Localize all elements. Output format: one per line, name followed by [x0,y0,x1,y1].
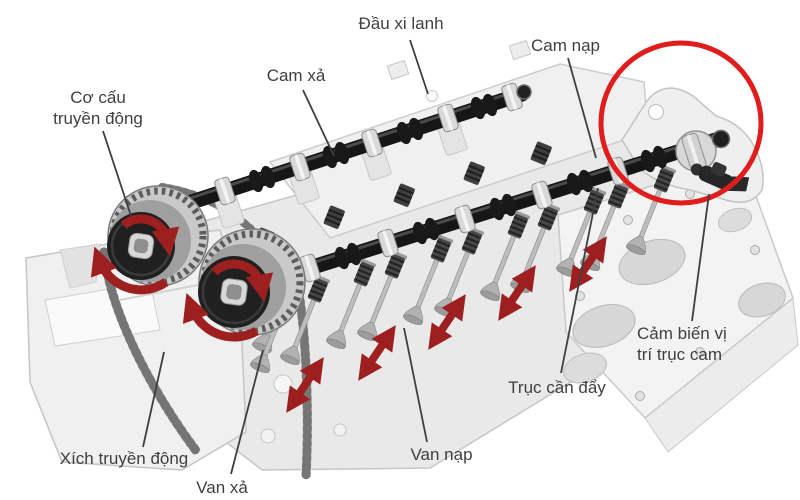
rotation-arrow [90,246,169,295]
leader-drive-mechanism [102,130,132,217]
label-drive-chain: Xích truyền động [59,449,189,468]
rotation-arrow [182,292,259,342]
leader-intake-valve [403,327,428,443]
label-cam-position-sensor: Cảm biến vị trí trục cam [637,324,727,364]
leader-cam-sensor [691,193,710,322]
label-intake-cam: Cam nạp [531,36,600,55]
rotation-arrows [90,214,274,342]
highlight-circle [598,40,764,206]
leader-drive-chain [142,351,165,448]
label-drive-mechanism: Cơ cấu truyền động [53,88,143,128]
intake-cam-sprocket [198,228,306,336]
manifold-flange [557,157,794,420]
cam-end-bearing [675,129,731,172]
valve-motion-arrow [286,357,324,413]
leader-cylinder-head [409,39,429,95]
exhaust-camshaft [144,81,532,223]
label-cylinder-head: Đầu xi lanh [358,14,444,33]
cam-position-sensor [690,162,750,192]
label-intake-valve: Van nạp [410,445,473,464]
rotation-arrow [211,259,274,303]
leader-exhaust-valve [230,349,264,475]
leader-lines [102,39,710,475]
label-rocker-shaft: Trục cần đẩy [508,378,606,397]
leader-exhaust-cam [302,89,335,157]
intake-camshaft [232,130,730,298]
exhaust-cam-sprocket [107,185,209,287]
label-exhaust-valve: Van xả [196,478,248,497]
valve-motion-arrow [358,325,396,381]
valve-motion-arrow [498,265,536,321]
leader-intake-cam [567,57,597,159]
label-exhaust-cam: Cam xả [266,66,326,85]
rotation-arrow [120,214,180,257]
valve-motion-arrow [428,294,466,350]
leader-rocker-shaft [560,187,599,374]
